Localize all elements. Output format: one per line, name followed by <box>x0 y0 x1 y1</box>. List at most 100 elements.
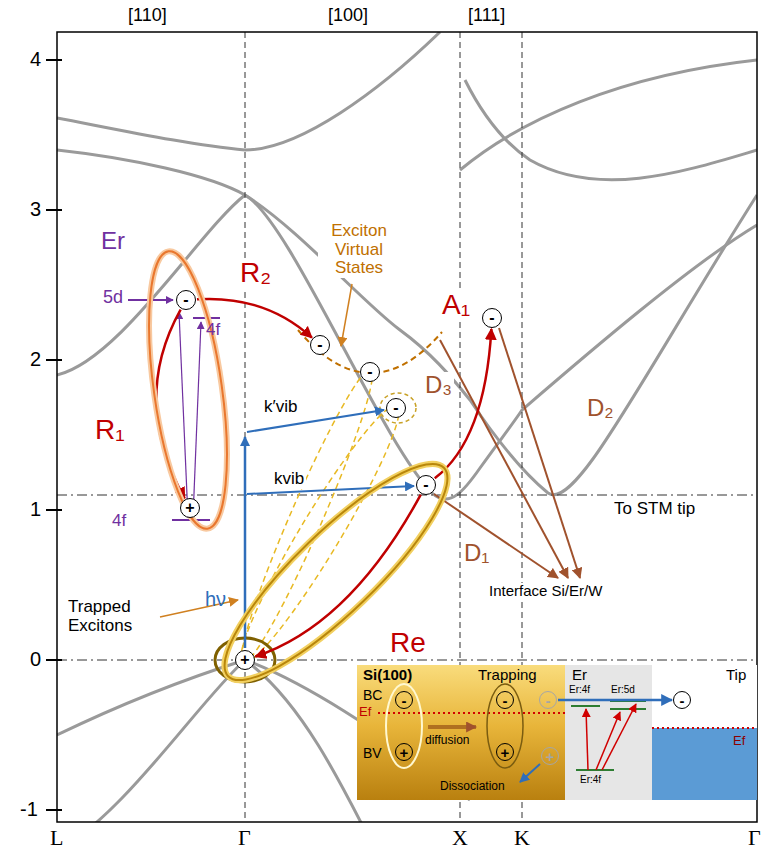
transition-label: A₁ <box>440 290 472 321</box>
charge-sign: + <box>240 652 249 668</box>
ellipse-heading: Re <box>390 628 426 659</box>
axis-ticks <box>46 509 62 511</box>
charge-sign: - <box>367 364 372 380</box>
charge-sign: - <box>317 337 322 353</box>
tip-panel: Tip <box>652 665 757 800</box>
ellipse-outline <box>200 440 471 695</box>
electron-circle: - <box>395 691 413 709</box>
transition-arrow <box>558 699 672 702</box>
inset-panel <box>576 769 614 771</box>
direction-label: [110] <box>128 6 167 26</box>
inset-panel <box>571 705 600 707</box>
hole-circle: + <box>541 747 559 765</box>
electron-circle: - <box>386 398 406 418</box>
electron-circle: - <box>482 308 502 328</box>
band-name: BC <box>363 688 382 703</box>
inset-panel <box>565 665 652 800</box>
panel-heading: Si(100) <box>363 667 412 684</box>
inset-panel <box>487 684 523 768</box>
ellipse-outline <box>135 247 241 534</box>
direction-label: [111] <box>468 6 505 26</box>
annotation-text: To STM tip <box>612 500 697 519</box>
virtual-states <box>229 363 386 669</box>
electron-circle: - <box>416 475 436 495</box>
hole-circle: + <box>235 650 255 670</box>
axis-ticks <box>46 60 62 810</box>
axis-guides <box>245 32 246 822</box>
panel-heading: Er <box>572 667 587 684</box>
panel-heading: Tip <box>726 667 746 684</box>
tick-label: 1 <box>30 498 41 520</box>
decay-arrows <box>440 340 568 578</box>
inset-panel <box>571 701 646 770</box>
inset-panel <box>386 684 422 768</box>
transition-arrow <box>435 329 492 478</box>
transition-label: R₂ <box>238 258 273 289</box>
band-curves <box>57 150 245 195</box>
level-label: Er:4f <box>580 774 601 785</box>
tick-label: 2 <box>30 348 41 370</box>
tick-label: 0 <box>30 648 41 670</box>
virtual-states <box>160 600 238 617</box>
inset-panel <box>357 665 757 800</box>
charge-sign: - <box>680 693 685 708</box>
er-levels <box>179 312 188 518</box>
band-curves <box>57 660 245 735</box>
band-name: BV <box>363 746 382 761</box>
axis-ticks <box>46 809 62 811</box>
band-curves <box>465 80 757 180</box>
decay-arrows <box>434 494 558 578</box>
kpoint-label: X <box>452 826 468 850</box>
inset-panel <box>520 764 540 782</box>
charge-sign: - <box>393 400 398 416</box>
charge-sign: - <box>489 310 494 326</box>
annotation-text: Trapped Excitons <box>68 598 160 635</box>
process-label: diffusion <box>425 734 469 747</box>
electron-circle: - <box>673 691 691 709</box>
charge-sign: - <box>423 477 428 493</box>
axis-guides <box>57 495 757 496</box>
electron-circle: - <box>310 335 330 355</box>
axis-ticks <box>46 209 62 211</box>
wavevector-label: kvib <box>272 470 306 489</box>
level-label: 4f <box>206 321 220 340</box>
charge-sign: - <box>503 693 508 708</box>
band-curves <box>57 118 245 150</box>
inset-panel <box>652 727 757 729</box>
annotation-text: Interface Si/Er/W <box>487 583 604 600</box>
inset-panel <box>428 725 476 729</box>
band-curves <box>245 32 440 150</box>
kpoint-label: K <box>514 826 530 850</box>
axis-ticks <box>46 659 62 661</box>
hole-circle: + <box>496 743 514 761</box>
axis-ticks <box>46 359 62 361</box>
kpoint-label: Γ <box>238 826 251 850</box>
inset-panel <box>610 708 646 710</box>
inset-panel <box>602 704 636 770</box>
kpoint-label: L <box>50 826 63 850</box>
inset-panel <box>652 728 757 800</box>
decay-arrows <box>499 328 580 578</box>
tick-label: 3 <box>30 198 41 220</box>
ellipse-outline <box>175 440 505 695</box>
hole-circle: + <box>180 498 200 518</box>
fermi-label: Ef <box>359 705 371 719</box>
kpoint-label: Γ <box>748 826 761 850</box>
inset-panel <box>357 665 565 800</box>
charge-sign: + <box>185 500 194 516</box>
inset-panel <box>586 709 588 770</box>
ellipse-heading: Er <box>101 228 125 254</box>
ellipse-outline <box>135 247 241 534</box>
charge-sign: + <box>400 745 409 760</box>
virtual-states <box>341 284 352 346</box>
wavevector-label: k′vib <box>262 398 299 417</box>
ellipse-outline <box>95 228 245 548</box>
charge-sign: - <box>546 693 551 708</box>
process-label: Dissociation <box>440 780 505 793</box>
ellipse-outline <box>200 440 471 695</box>
band-curves <box>57 32 757 822</box>
decay-label: D₃ <box>423 372 454 398</box>
hole-circle: + <box>395 743 413 761</box>
charge-sign: + <box>501 745 510 760</box>
